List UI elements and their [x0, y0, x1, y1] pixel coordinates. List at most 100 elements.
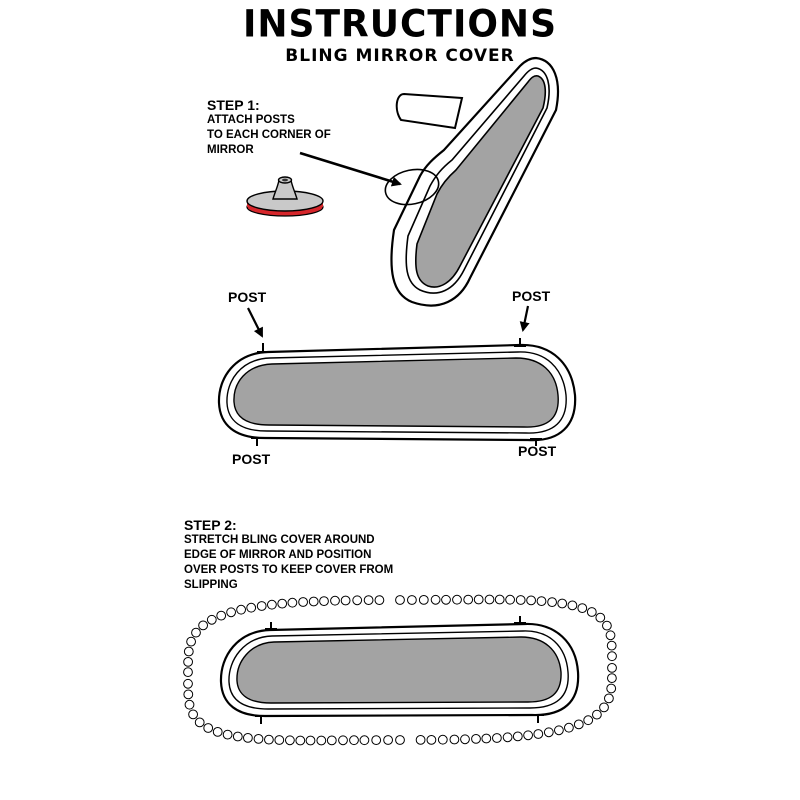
bling-bead — [494, 594, 505, 605]
bling-bead — [606, 683, 617, 694]
bling-bead — [203, 723, 214, 733]
bling-bead — [316, 735, 327, 746]
bling-bead — [567, 600, 578, 611]
bling-bead — [277, 598, 288, 609]
bling-bead — [183, 689, 194, 700]
post-marker-bottom-right — [530, 438, 542, 446]
bling-bead — [264, 734, 274, 745]
bling-bead — [605, 630, 616, 641]
post-marker-top-left — [257, 343, 269, 353]
bling-bead — [285, 735, 295, 746]
page-title: INSTRUCTIONS — [243, 2, 557, 47]
bling-bead — [349, 735, 359, 746]
covered-mirror-glass — [236, 636, 562, 704]
bling-bead — [505, 594, 516, 605]
bling-bead — [383, 735, 394, 745]
bling-bead — [371, 735, 382, 745]
post-arrow-top-right — [519, 305, 530, 332]
bling-bead — [449, 734, 460, 745]
bling-bead — [536, 596, 547, 606]
bling-bead — [191, 627, 201, 638]
bling-bead — [430, 594, 441, 605]
bling-bead — [607, 663, 617, 673]
step2-line-2: EDGE OF MIRROR AND POSITION — [184, 549, 372, 561]
bling-bead — [583, 715, 594, 726]
bling-bead — [340, 595, 351, 606]
step1-line-3: MIRROR — [207, 144, 254, 156]
bling-bead — [186, 636, 197, 647]
bling-bead — [557, 598, 568, 609]
bling-bead — [426, 735, 437, 745]
post-marker-top-right — [514, 338, 526, 347]
post-illustration — [246, 176, 324, 217]
bling-bead — [515, 595, 526, 605]
bling-bead — [319, 596, 329, 606]
bling-bead — [352, 595, 363, 606]
step2-heading: STEP 2: — [184, 517, 237, 533]
cover-post-bottom-left — [255, 715, 267, 724]
bling-bead — [216, 610, 227, 621]
bling-bead — [471, 734, 481, 744]
bling-bead — [543, 727, 554, 738]
bling-bead — [395, 595, 405, 605]
angled-mirror-illustration — [384, 56, 560, 307]
bling-bead — [437, 734, 448, 745]
bling-bead — [256, 601, 267, 611]
bling-bead — [523, 730, 533, 741]
post-label-top-right: POST — [512, 288, 551, 304]
bling-bead — [298, 597, 309, 607]
bling-bead — [395, 735, 405, 745]
post-marker-bottom-left — [251, 437, 263, 446]
bling-bead — [194, 717, 205, 728]
bling-bead — [606, 640, 617, 651]
bling-bead — [359, 735, 370, 746]
step2-line-1: STRETCH BLING COVER AROUND — [184, 534, 375, 546]
step2-line-3: OVER POSTS TO KEEP COVER FROM — [184, 564, 394, 576]
bling-bead — [305, 735, 316, 746]
bling-bead — [573, 719, 584, 730]
bling-bead — [554, 725, 564, 736]
flat-mirror-glass — [233, 357, 559, 428]
bling-bead — [607, 651, 617, 662]
bling-bead — [212, 727, 223, 737]
bling-bead — [407, 595, 417, 605]
bling-bead — [533, 729, 544, 739]
bling-bead — [599, 702, 609, 713]
bling-bead — [222, 729, 233, 740]
bling-bead — [308, 596, 319, 607]
cover-post-top-right — [514, 616, 526, 624]
cover-post-top-left — [265, 622, 277, 630]
bling-bead — [363, 595, 374, 605]
bling-bead — [512, 731, 523, 742]
post-label-top-left: POST — [228, 289, 267, 305]
bling-bead — [592, 709, 602, 720]
bling-bead — [452, 594, 462, 605]
post-location-highlight — [384, 168, 440, 206]
post-label-bottom-right: POST — [518, 443, 557, 459]
bling-bead — [267, 599, 277, 610]
bling-bead — [547, 597, 557, 607]
bling-bead — [484, 594, 495, 605]
bling-bead — [206, 614, 217, 625]
bling-bead — [338, 735, 348, 746]
bling-bead — [188, 709, 199, 720]
bling-bead — [246, 602, 257, 613]
flat-mirror-with-posts — [217, 338, 577, 446]
bling-bead — [604, 693, 614, 704]
bling-bead — [295, 735, 306, 746]
bling-bead-chain — [183, 594, 617, 746]
bling-bead — [460, 734, 470, 745]
bling-bead — [226, 607, 237, 618]
bling-bead — [607, 673, 617, 683]
mirror-with-bling-cover — [183, 594, 617, 746]
step2-line-4: SLIPPING — [184, 579, 238, 591]
bling-bead — [481, 733, 492, 744]
bling-bead — [183, 646, 194, 657]
bling-bead — [463, 594, 474, 605]
bling-bead — [184, 699, 195, 710]
bling-bead — [595, 612, 606, 623]
bling-bead — [330, 595, 340, 606]
bling-bead — [326, 735, 337, 746]
post-arrow-top-left — [247, 307, 263, 338]
